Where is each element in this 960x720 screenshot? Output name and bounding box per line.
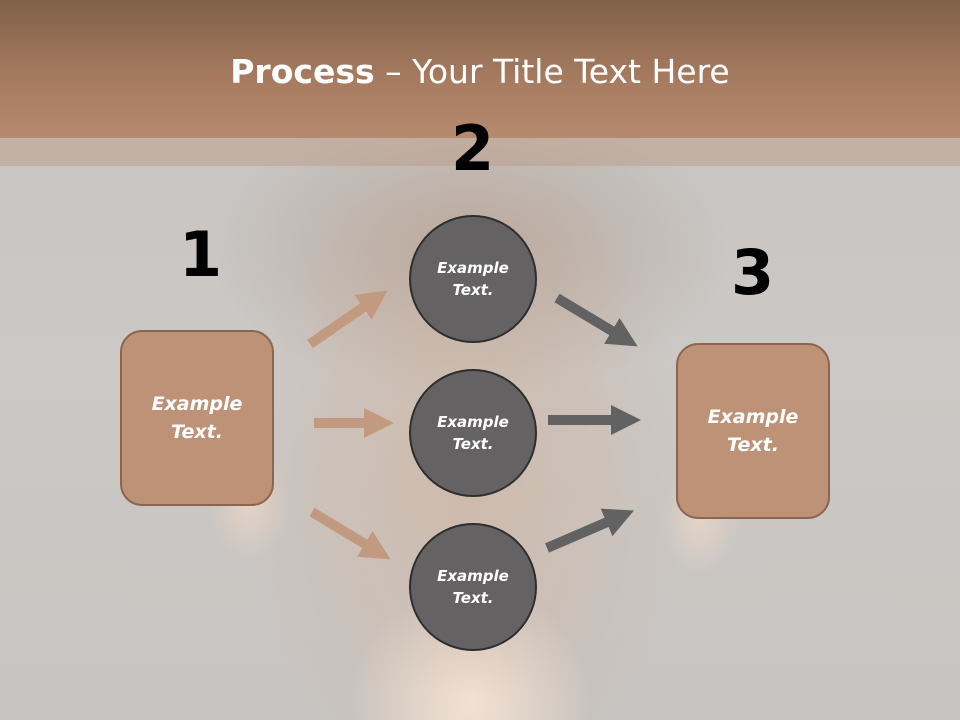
title-bar: [0, 0, 960, 138]
arrow-1-to-2a: [307, 290, 388, 349]
step-2-circle-1[interactable]: Example Text.: [409, 215, 537, 343]
step-1-box[interactable]: Example Text.: [120, 330, 274, 506]
title-bar-strip: [0, 138, 960, 166]
step-3-box[interactable]: Example Text.: [676, 343, 830, 519]
step-2-circle-3-text: Example Text.: [437, 566, 509, 608]
step-number-3: 3: [731, 236, 775, 309]
step-number-2: 2: [451, 112, 495, 185]
step-1-text: Example Text.: [151, 392, 243, 444]
slide-title[interactable]: Process – Your Title Text Here: [0, 52, 960, 91]
step-2-circle-2-text: Example Text.: [437, 412, 509, 454]
step-2-circle-1-text: Example Text.: [437, 258, 509, 300]
step-2-circle-3[interactable]: Example Text.: [409, 523, 537, 651]
step-2-circle-2[interactable]: Example Text.: [409, 369, 537, 497]
title-bold: Process: [230, 52, 375, 91]
arrow-2a-to-3: [554, 293, 638, 347]
title-rest: – Your Title Text Here: [374, 52, 730, 91]
step-number-1: 1: [179, 218, 223, 291]
step-3-text: Example Text.: [707, 405, 799, 457]
arrow-2c-to-3: [545, 508, 635, 553]
arrow-1-to-2c: [309, 507, 391, 560]
